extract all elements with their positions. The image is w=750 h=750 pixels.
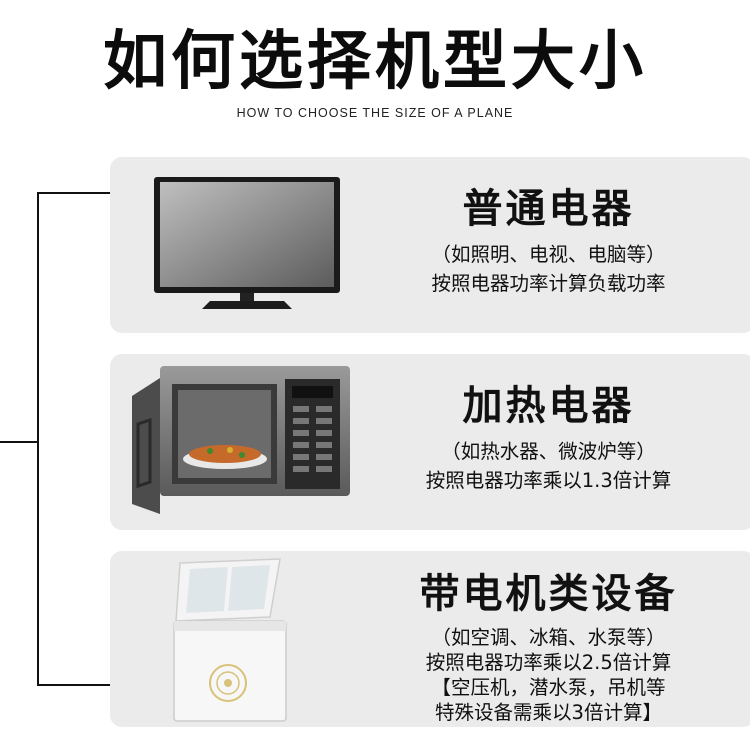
bracket-line-top <box>37 192 111 194</box>
page-title: 如何选择机型大小 <box>103 25 647 99</box>
card-line: （如空调、冰箱、水泵等） <box>431 626 666 649</box>
card-line: 按照电器功率乘以2.5倍计算 <box>425 651 672 674</box>
card-line: （如照明、电视、电脑等） <box>431 243 666 266</box>
card-heating-appliance: 加热电器 （如热水器、微波炉等） 按照电器功率乘以1.3倍计算 <box>110 354 750 530</box>
microwave-icon <box>132 366 350 514</box>
bracket-vertical-line <box>37 192 39 686</box>
card-heading: 普通电器 <box>462 186 635 232</box>
card-line: （如热水器、微波炉等） <box>441 440 656 463</box>
card-heading: 带电机类设备 <box>419 571 678 617</box>
card-motor-equipment: 带电机类设备 （如空调、冰箱、水泵等） 按照电器功率乘以2.5倍计算 【空压机，… <box>110 551 750 727</box>
card-heading: 加热电器 <box>462 383 635 429</box>
card-line: 按照电器功率计算负载功率 <box>431 272 666 295</box>
card-line: 特殊设备需乘以3倍计算】 <box>435 701 662 724</box>
tv-icon <box>154 177 340 309</box>
card-line: 按照电器功率乘以1.3倍计算 <box>425 469 672 492</box>
bracket-line-bottom <box>37 684 111 686</box>
freezer-icon <box>173 558 287 722</box>
card-line: 【空压机，潜水泵，吊机等 <box>431 676 666 699</box>
page-subtitle: HOW TO CHOOSE THE SIZE OF A PLANE <box>236 106 514 120</box>
card-normal-appliance: 普通电器 （如照明、电视、电脑等） 按照电器功率计算负载功率 <box>110 157 750 333</box>
bracket-line-middle <box>0 441 38 443</box>
